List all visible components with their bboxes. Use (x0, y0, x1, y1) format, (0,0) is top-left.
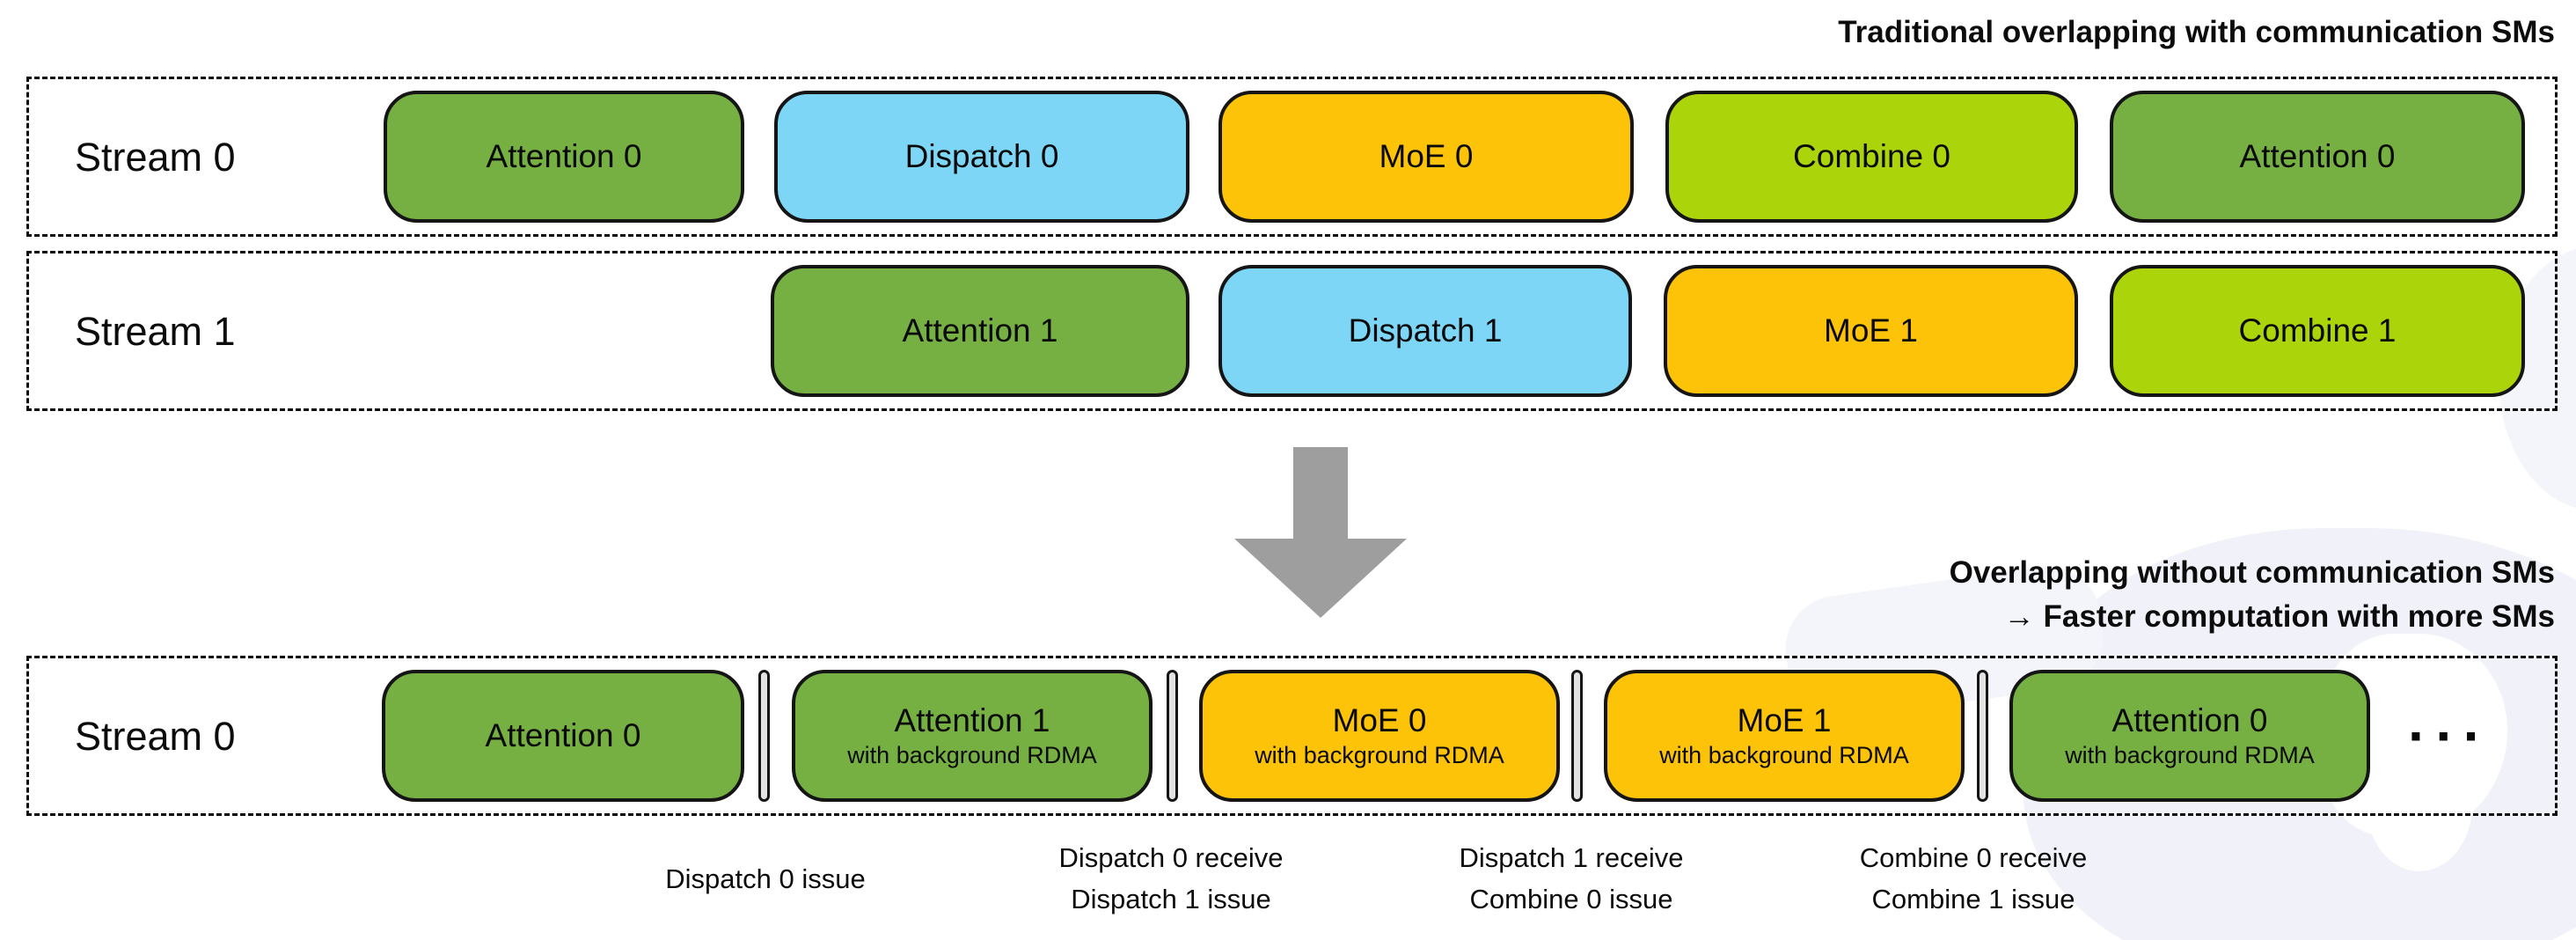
stream-label: Stream 1 (75, 309, 236, 354)
task-label: Attention 0 (2239, 138, 2396, 174)
task-moe-1-rdma: MoE 1 with background RDMA (1604, 670, 1965, 802)
annotation-line: Combine 1 issue (1871, 884, 2075, 914)
bottom-title-line2: → Faster computation with more SMs (2003, 599, 2555, 634)
stream-sync-separator-4 (1977, 670, 1988, 802)
task-moe-1: MoE 1 (1664, 265, 2078, 397)
annotation-line: Combine 0 receive (1859, 842, 2088, 873)
stream-label: Stream 0 (75, 714, 236, 759)
task-sublabel: with background RDMA (1659, 742, 1909, 768)
task-label: Combine 0 (1793, 138, 1950, 174)
annotation-dispatch0-receive: Dispatch 0 receive Dispatch 1 issue (986, 834, 1356, 922)
task-dispatch-1: Dispatch 1 (1218, 265, 1632, 397)
task-sublabel: with background RDMA (1255, 742, 1504, 768)
task-combine-1: Combine 1 (2110, 265, 2525, 397)
task-label: Attention 1 (902, 312, 1058, 349)
annotation-dispatch1-receive: Dispatch 1 receive Combine 0 issue (1387, 834, 1756, 922)
stream-sync-separator-2 (1167, 670, 1178, 802)
task-label: Attention 0 (486, 138, 642, 174)
annotation-line: Dispatch 1 issue (1071, 884, 1271, 914)
task-attention-1-rdma: Attention 1 with background RDMA (792, 670, 1153, 802)
task-attention-0-fused: Attention 0 (382, 670, 744, 802)
annotation-combine0-receive: Combine 0 receive Combine 1 issue (1789, 834, 2158, 922)
task-label: Combine 1 (2238, 312, 2397, 349)
task-combine-0: Combine 0 (1665, 91, 2078, 223)
task-attention-1: Attention 1 (771, 265, 1189, 397)
annotation-line: Dispatch 0 receive (1058, 842, 1284, 873)
task-label: MoE 0 (1332, 702, 1427, 738)
task-attention-0: Attention 0 (384, 91, 744, 223)
annotation-line: Combine 0 issue (1469, 884, 1673, 914)
task-attention-0-next-rdma: Attention 0 with background RDMA (2009, 670, 2370, 802)
stream-row-fused-0 (26, 656, 2558, 816)
bottom-title-line1: Overlapping without communication SMs (1949, 555, 2555, 590)
task-moe-0: MoE 0 (1218, 91, 1634, 223)
down-arrow-head (1234, 539, 1407, 618)
task-label: MoE 1 (1824, 312, 1918, 349)
stream-row-traditional-1 (26, 251, 2558, 411)
task-label: Attention 0 (2111, 702, 2268, 738)
top-section-title: Traditional overlapping with communicati… (1838, 15, 2555, 49)
stream-row-traditional-0 (26, 77, 2558, 237)
task-moe-0-rdma: MoE 0 with background RDMA (1199, 670, 1560, 802)
task-label: MoE 1 (1737, 702, 1832, 738)
annotation-line: Dispatch 1 receive (1459, 842, 1684, 873)
task-sublabel: with background RDMA (847, 742, 1097, 768)
task-sublabel: with background RDMA (2065, 742, 2315, 768)
task-label: Dispatch 0 (904, 138, 1059, 174)
annotation-dispatch0-issue: Dispatch 0 issue (581, 834, 950, 922)
annotation-line: Dispatch 0 issue (665, 863, 866, 894)
task-label: Dispatch 1 (1348, 312, 1503, 349)
task-label: Attention 1 (894, 702, 1050, 738)
stream-sync-separator-1 (758, 670, 770, 802)
stream-label: Stream 0 (75, 135, 236, 180)
task-attention-0-next: Attention 0 (2110, 91, 2525, 223)
down-arrow (1293, 447, 1348, 539)
task-label: MoE 0 (1379, 138, 1474, 174)
task-dispatch-0: Dispatch 0 (774, 91, 1189, 223)
watermark-blob (2367, 739, 2472, 871)
stream-sync-separator-3 (1571, 670, 1583, 802)
continuation-ellipsis: ··· (2408, 704, 2491, 767)
task-label: Attention 0 (485, 717, 641, 753)
bottom-section-title: Overlapping without communication SMs → … (1950, 551, 2555, 639)
